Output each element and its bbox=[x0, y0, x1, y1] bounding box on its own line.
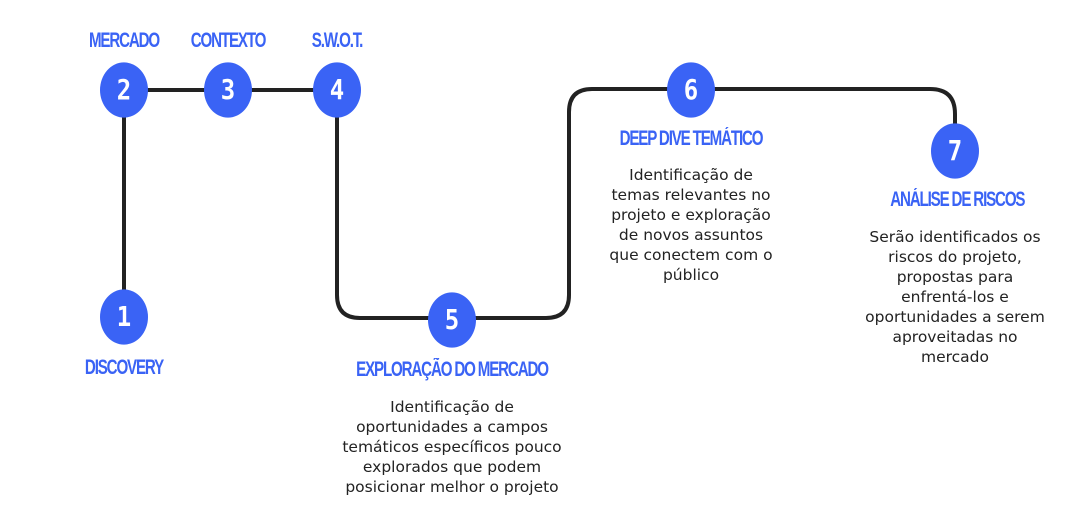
step-6-title: DEEP DIVE TEMÁTICO bbox=[619, 127, 764, 150]
step-7-number: 7 bbox=[947, 134, 963, 168]
step-5-number: 5 bbox=[444, 303, 460, 337]
step-3-number: 3 bbox=[220, 73, 236, 107]
step-2-title: MERCADO bbox=[88, 29, 160, 52]
step-2-circle: 2 bbox=[100, 62, 148, 118]
step-1-circle: 1 bbox=[100, 289, 148, 345]
step-1-number: 1 bbox=[116, 300, 132, 334]
step-5-circle: 5 bbox=[428, 292, 476, 348]
step-4-title: S.W.O.T. bbox=[311, 29, 364, 52]
step-7-description: Serão identificados os riscos do projeto… bbox=[865, 228, 1045, 366]
step-7-title: ANÁLISE DE RISCOS bbox=[890, 188, 1025, 211]
step-6-description: Identificação de temas relevantes no pro… bbox=[609, 166, 773, 284]
step-3-title: CONTEXTO bbox=[190, 29, 267, 52]
step-5-description: Identificação de oportunidades a campos … bbox=[342, 398, 562, 496]
step-1-title: DISCOVERY bbox=[84, 356, 164, 379]
step-7-circle: 7 bbox=[931, 123, 979, 179]
step-5-title: EXPLORAÇÃO DO MERCADO bbox=[356, 358, 549, 381]
step-6-circle: 6 bbox=[667, 62, 715, 118]
step-4-circle: 4 bbox=[313, 62, 361, 118]
step-6-number: 6 bbox=[683, 73, 699, 107]
step-2-number: 2 bbox=[116, 73, 132, 107]
step-4-number: 4 bbox=[329, 73, 345, 107]
step-3-circle: 3 bbox=[204, 62, 252, 118]
